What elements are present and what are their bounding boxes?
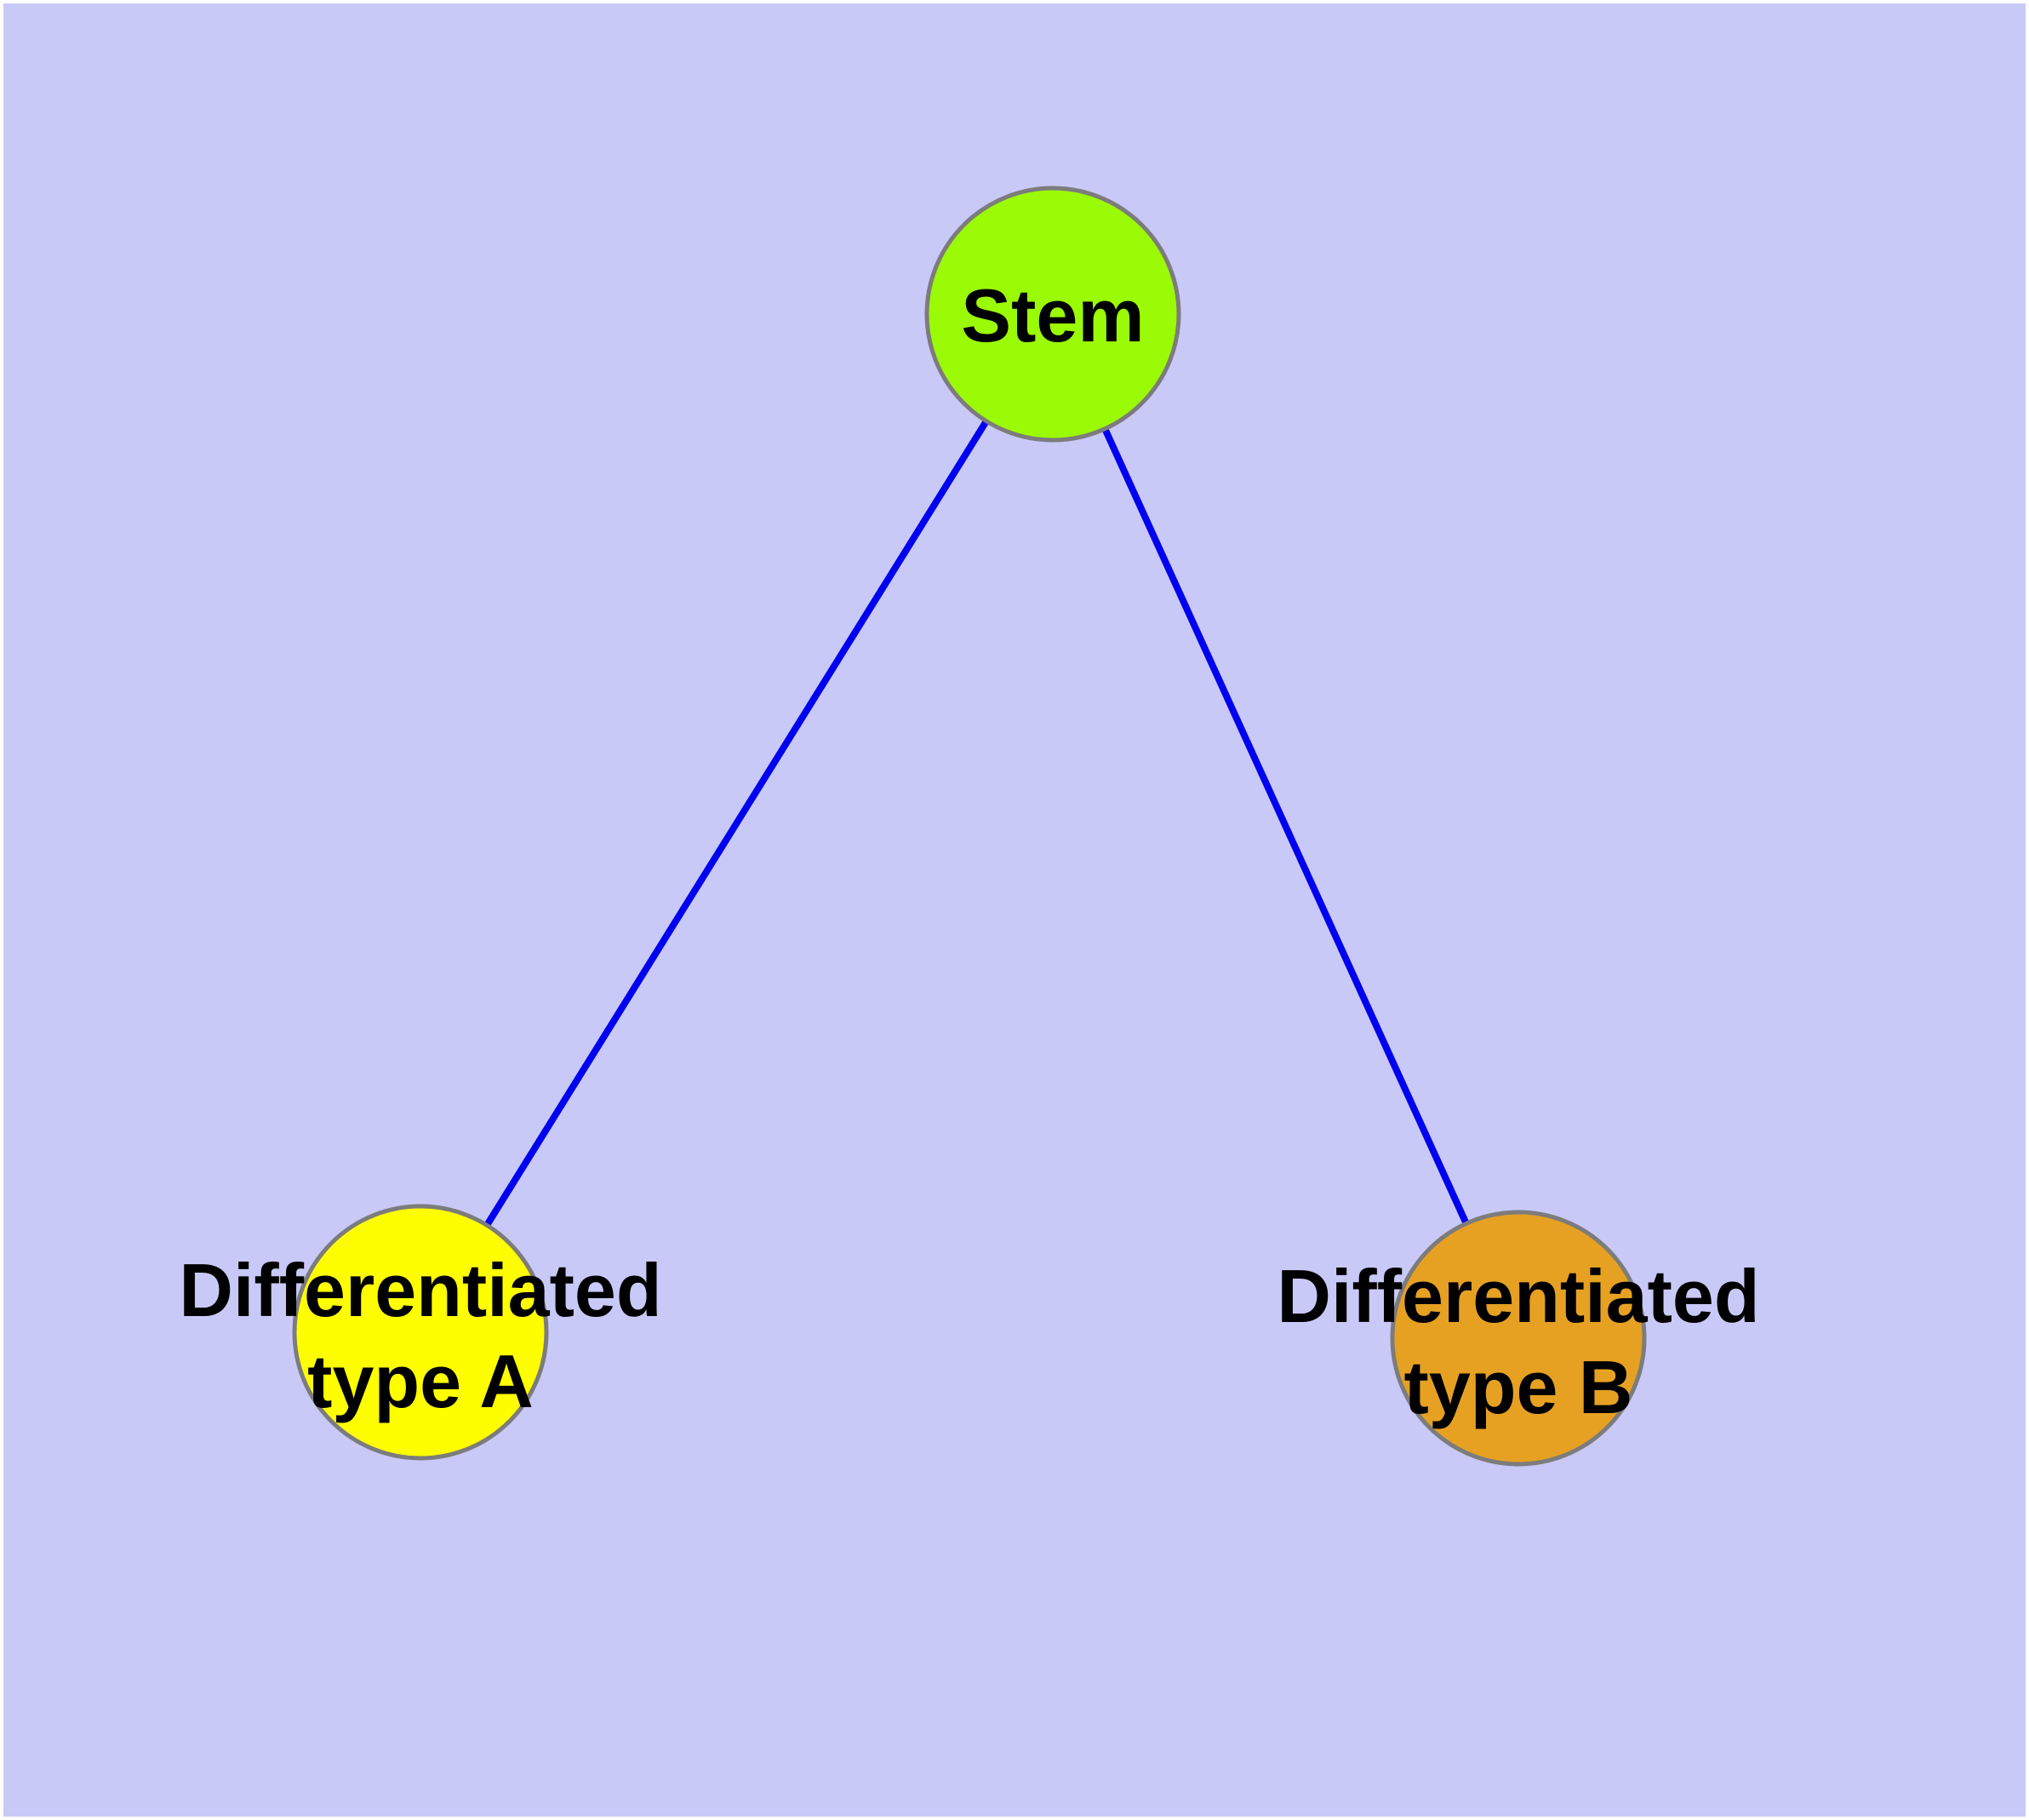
node-stem xyxy=(924,186,1181,443)
node-differentiated-type-b xyxy=(1390,1210,1647,1467)
node-label-type-b-line2: type B xyxy=(1404,1345,1633,1429)
edge-stem-to-type-b xyxy=(1049,312,1522,1340)
node-label-type-a-line1: Differentiated xyxy=(179,1248,661,1332)
node-label-type-a-line2: type A xyxy=(307,1339,534,1423)
node-label-stem: Stem xyxy=(961,273,1144,358)
node-label-type-b-line1: Differentiated xyxy=(1277,1254,1759,1338)
node-differentiated-type-a xyxy=(292,1204,549,1461)
edge-stem-to-type-a xyxy=(417,312,1056,1335)
